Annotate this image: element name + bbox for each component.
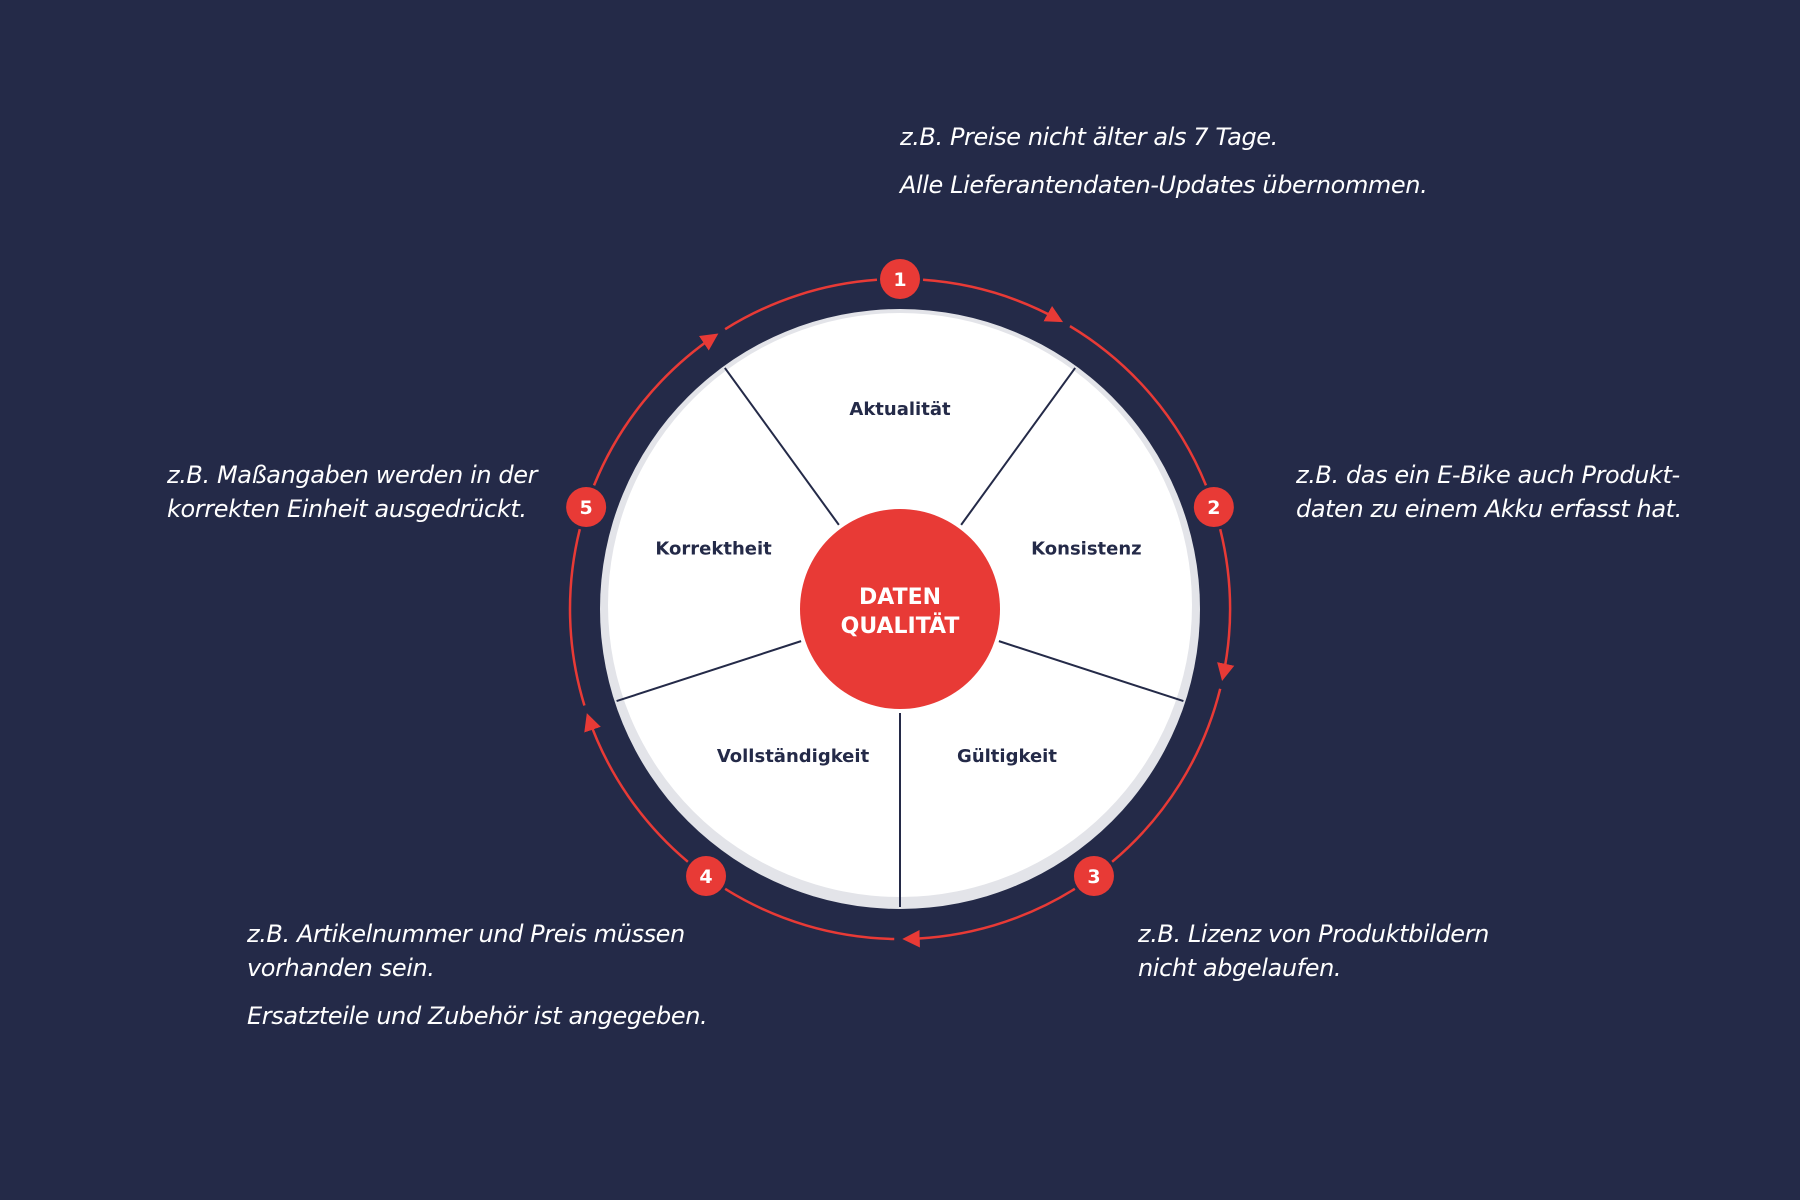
- segment-label-gültigkeit: Gültigkeit: [957, 746, 1057, 767]
- step-badge-number-5: 5: [580, 497, 593, 519]
- note-step-1: z.B. Preise nicht älter als 7 Tage. Alle…: [900, 120, 1428, 202]
- cycle-arc-6: [724, 887, 895, 941]
- cycle-arc-3: [1217, 528, 1235, 682]
- step-badge-number-4: 4: [699, 866, 712, 888]
- note-step-4-line-2: vorhanden sein.: [247, 954, 435, 982]
- segment-label-korrektheit: Korrektheit: [655, 538, 772, 559]
- step-badge-circle-3: [1073, 855, 1114, 896]
- note-step-2-line-2: daten zu einem Akku erfasst hat.: [1296, 495, 1682, 523]
- cycle-arc-8: [568, 528, 586, 706]
- note-step-3-line-1: z.B. Lizenz von Produktbildern: [1138, 920, 1489, 948]
- note-step-5-line-1: z.B. Maßangaben werden in der: [167, 461, 538, 489]
- cycle-arc-2: [1069, 325, 1208, 486]
- cycle-arc-1: [922, 278, 1064, 323]
- cycle-arc-9: [592, 333, 719, 486]
- segment-divider-5: [616, 640, 802, 703]
- note-step-4-line-1: z.B. Artikelnummer und Preis müssen: [247, 920, 685, 948]
- note-step-2: z.B. das ein E-Bike auch Produkt- daten …: [1296, 458, 1682, 526]
- cycle-arc-4: [1111, 688, 1222, 863]
- cycle-arc-5: [902, 887, 1076, 948]
- step-badge-2: 2: [1193, 487, 1234, 528]
- segment-label-vollständigkeit: Vollständigkeit: [717, 746, 870, 767]
- center-hub: [800, 509, 1000, 709]
- note-step-1-line-2: Alle Lieferantendaten-Updates übernommen…: [900, 171, 1428, 199]
- step-badge-1: 1: [880, 259, 920, 299]
- note-step-3-line-2: nicht abgelaufen.: [1138, 954, 1342, 982]
- note-step-2-line-1: z.B. das ein E-Bike auch Produkt-: [1296, 461, 1680, 489]
- segment-label-aktualität: Aktualität: [849, 399, 951, 420]
- note-step-5-line-2: korrekten Einheit ausgedrückt.: [167, 495, 527, 523]
- step-badge-number-2: 2: [1207, 497, 1220, 519]
- step-badge-3: 3: [1073, 855, 1114, 896]
- step-badge-5: 5: [566, 487, 607, 528]
- center-label-line-1: DATEN: [859, 585, 941, 610]
- step-badge-number-3: 3: [1087, 866, 1100, 888]
- segment-divider-2: [960, 367, 1076, 526]
- segment-label-konsistenz: Konsistenz: [1031, 538, 1142, 559]
- cycle-arc-7: [584, 713, 689, 863]
- cycle-arc-10: [724, 278, 878, 331]
- segment-divider-3: [998, 640, 1184, 703]
- step-badge-circle-1: [880, 259, 920, 299]
- note-step-5: z.B. Maßangaben werden in der korrekten …: [167, 458, 537, 526]
- note-step-3: z.B. Lizenz von Produktbildern nicht abg…: [1138, 917, 1489, 985]
- note-step-4: z.B. Artikelnummer und Preis müssen vorh…: [247, 917, 708, 1033]
- step-badge-circle-5: [566, 487, 607, 528]
- step-badge-circle-4: [686, 855, 727, 896]
- step-badge-circle-2: [1193, 487, 1234, 528]
- step-badge-4: 4: [686, 855, 727, 896]
- note-step-1-line-1: z.B. Preise nicht älter als 7 Tage.: [900, 123, 1278, 151]
- segment-divider-1: [724, 367, 840, 526]
- note-step-4-line-3: Ersatzteile und Zubehör ist angegeben.: [247, 1002, 708, 1030]
- center-label-line-2: QUALITÄT: [841, 613, 960, 639]
- step-badge-number-1: 1: [893, 269, 906, 291]
